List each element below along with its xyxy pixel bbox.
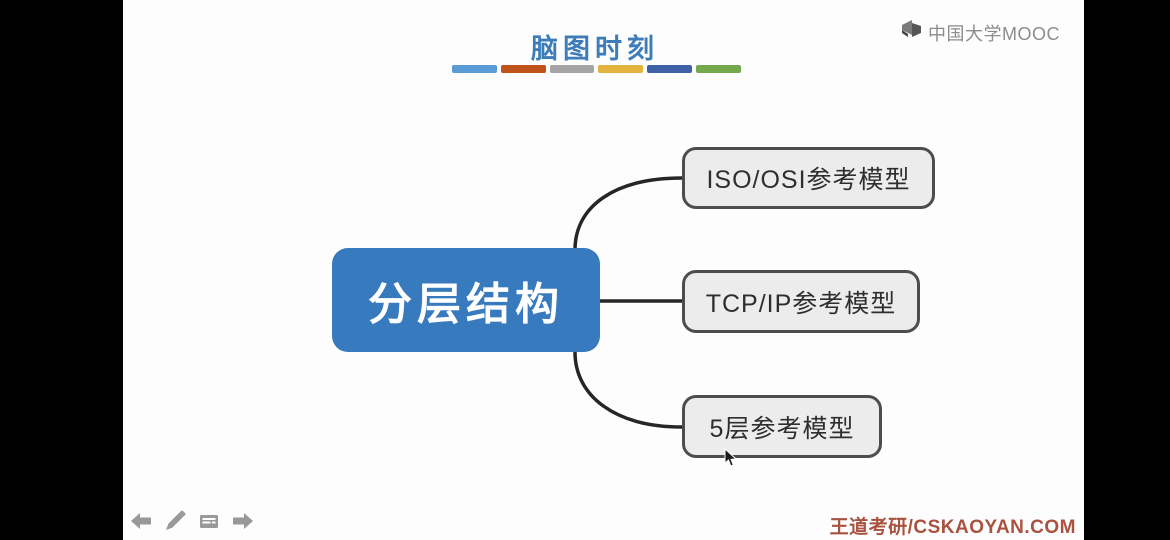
accent-dash-gray <box>549 65 595 73</box>
accent-dash-orange <box>500 65 546 73</box>
next-arrow-icon[interactable] <box>232 510 254 532</box>
presentation-controls <box>130 510 254 532</box>
pencil-icon[interactable] <box>164 510 186 532</box>
mouse-cursor-icon <box>723 447 739 473</box>
accent-dash-dark-blue <box>647 65 693 73</box>
mooc-book-icon <box>899 17 925 48</box>
keyboard-panel-icon[interactable] <box>198 510 220 532</box>
mindmap-connectors <box>573 176 684 429</box>
accent-dash-green <box>696 65 741 73</box>
mindmap-root-node: 分层结构 <box>332 248 600 352</box>
accent-dash-blue <box>452 65 497 73</box>
mindmap-node-5-layer: 5层参考模型 <box>682 395 882 458</box>
brand-name: 中国大学MOOC <box>928 23 1060 44</box>
mindmap-node-iso-osi: ISO/OSI参考模型 <box>682 147 935 209</box>
title-accent-dashes <box>452 65 741 73</box>
watermark: 王道考研/CSKAOYAN.COM <box>829 517 1076 538</box>
brand-logo: 中国大学MOOC <box>899 17 1060 48</box>
accent-dash-gold <box>598 65 644 73</box>
slide-stage: 脑图时刻 中国大学MOOC <box>123 0 1084 540</box>
previous-arrow-icon[interactable] <box>130 510 152 532</box>
connector-top <box>573 176 684 252</box>
connector-bottom <box>573 350 684 429</box>
mindmap-node-tcp-ip: TCP/IP参考模型 <box>682 270 920 333</box>
slide-title: 脑图时刻 <box>531 34 659 64</box>
